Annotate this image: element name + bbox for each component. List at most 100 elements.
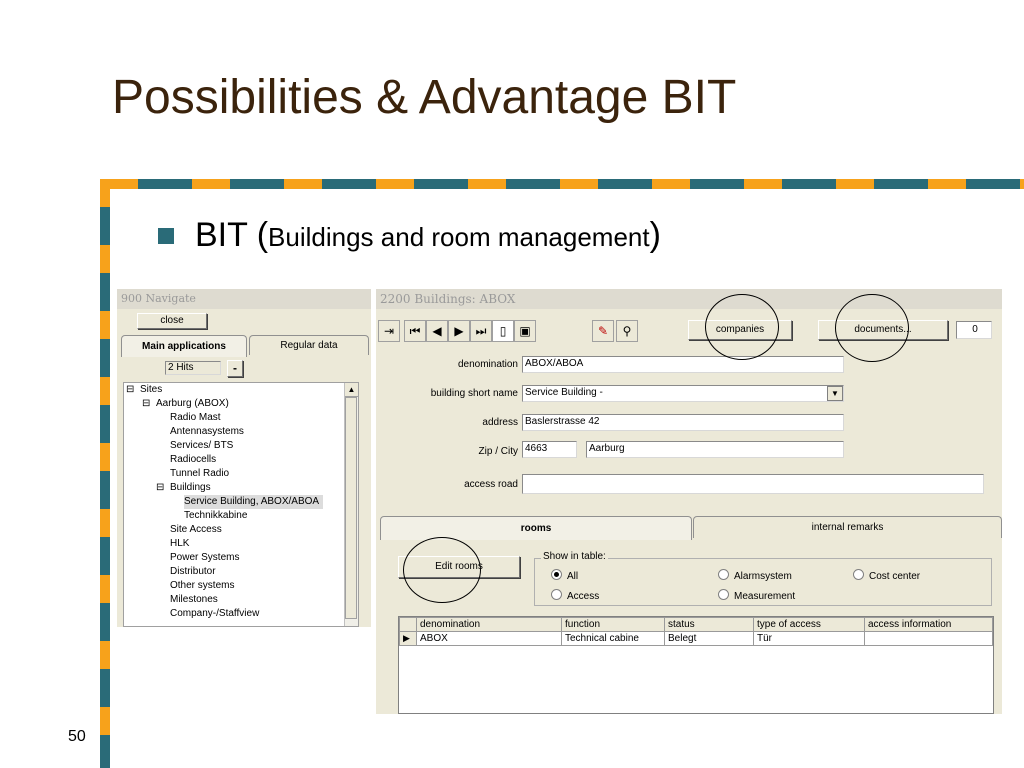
- tree-panel: ⊟ Sites ⊟ Aarburg (ABOX) Radio Mast Ante…: [123, 382, 359, 627]
- radio-icon[interactable]: [853, 569, 864, 580]
- exit-icon[interactable]: ⇥: [378, 320, 400, 342]
- tree-item-milestones[interactable]: Milestones: [170, 594, 218, 605]
- option-cost-center-label: Cost center: [869, 571, 921, 582]
- column-header[interactable]: access information: [864, 617, 993, 632]
- first-record-icon[interactable]: ⏮: [404, 320, 426, 342]
- tree-item-company-staffview[interactable]: Company-/Staffview: [170, 608, 260, 619]
- last-record-icon[interactable]: ⏭: [470, 320, 492, 342]
- zip-field[interactable]: 4663: [522, 441, 577, 458]
- table-row[interactable]: ▶ ABOX Technical cabine Belegt Tür: [399, 631, 993, 646]
- delete-icon[interactable]: ✎: [592, 320, 614, 342]
- navigate-window: 900 Navigate close Main applications Reg…: [117, 289, 371, 627]
- rooms-table: denomination function status type of acc…: [398, 616, 994, 714]
- radio-icon[interactable]: [718, 569, 729, 580]
- annotation-circle-companies: [705, 294, 779, 360]
- slide-title: Possibilities & Advantage BIT: [112, 71, 737, 124]
- tree-expander-icon[interactable]: ⊟: [142, 398, 151, 409]
- scroll-up-icon[interactable]: ▲: [345, 383, 358, 397]
- tree-item-antennasystems[interactable]: Antennasystems: [170, 426, 244, 437]
- option-all[interactable]: All: [551, 569, 578, 582]
- row-pointer-icon[interactable]: ▶: [399, 631, 417, 646]
- frame-top-border: [100, 179, 1024, 189]
- next-record-icon[interactable]: ▶: [448, 320, 470, 342]
- tree-item-sites[interactable]: Sites: [140, 384, 163, 395]
- toolbar: ⇥ ⏮ ◀ ▶ ⏭ ▯ ▣ ✎ ⚲: [378, 320, 658, 342]
- denomination-field[interactable]: ABOX/ABOA: [522, 356, 844, 373]
- column-header[interactable]: function: [561, 617, 665, 632]
- tree-item-technikkabine[interactable]: Technikkabine: [184, 510, 248, 521]
- radio-icon[interactable]: [551, 589, 562, 600]
- access-road-label: access road: [464, 479, 518, 490]
- table-cell[interactable]: ABOX: [416, 631, 562, 646]
- tree-item-radio-mast[interactable]: Radio Mast: [170, 412, 221, 423]
- column-header[interactable]: denomination: [416, 617, 562, 632]
- previous-record-icon[interactable]: ◀: [426, 320, 448, 342]
- tree-item-service-building[interactable]: Service Building, ABOX/ABOA: [184, 495, 324, 509]
- frame-left-border: [100, 179, 110, 768]
- address-field[interactable]: Baslerstrasse 42: [522, 414, 844, 431]
- table-cell[interactable]: Belegt: [664, 631, 754, 646]
- bullet-close: ): [649, 216, 661, 254]
- collapse-button[interactable]: -: [227, 360, 243, 377]
- table-header-row: denomination function status type of acc…: [399, 617, 993, 632]
- buildings-window: 2200 Buildings: ABOX ⇥ ⏮ ◀ ▶ ⏭ ▯ ▣ ✎ ⚲ c…: [376, 289, 1002, 714]
- annotation-circle-documents: [835, 294, 909, 362]
- option-all-label: All: [567, 571, 579, 582]
- bullet-text: BIT (Buildings and room management): [195, 216, 661, 255]
- tree-item-aarburg[interactable]: Aarburg (ABOX): [156, 398, 229, 409]
- option-measurement-label: Measurement: [734, 591, 796, 602]
- column-header[interactable]: type of access: [753, 617, 865, 632]
- tree-item-radiocells[interactable]: Radiocells: [170, 454, 217, 465]
- tree-item-site-access[interactable]: Site Access: [170, 524, 222, 535]
- option-measurement[interactable]: Measurement: [718, 589, 795, 602]
- tree-item-services-bts[interactable]: Services/ BTS: [170, 440, 234, 451]
- tree-item-tunnel-radio[interactable]: Tunnel Radio: [170, 468, 230, 479]
- page-number: 50: [68, 728, 86, 745]
- short-name-label: building short name: [430, 388, 518, 399]
- bullet-main: BIT (: [195, 216, 269, 254]
- table-cell[interactable]: [864, 631, 993, 646]
- navigate-titlebar: 900 Navigate: [117, 289, 371, 309]
- table-cell[interactable]: Tür: [753, 631, 865, 646]
- address-label: address: [482, 417, 518, 428]
- access-road-field[interactable]: [522, 474, 984, 494]
- table-cell[interactable]: Technical cabine: [561, 631, 665, 646]
- tab-rooms[interactable]: rooms: [380, 516, 692, 540]
- tree-expander-icon[interactable]: ⊟: [156, 482, 165, 493]
- zip-city-label: Zip / City: [478, 446, 518, 457]
- show-in-table-group: Show in table:: [534, 551, 992, 606]
- lookup-icon[interactable]: ⚲: [616, 320, 638, 342]
- documents-count: 0: [956, 321, 992, 339]
- row-selector-header: [399, 617, 417, 632]
- radio-selected-icon[interactable]: [551, 569, 562, 580]
- tree-item-buildings[interactable]: Buildings: [170, 482, 211, 493]
- tree-item-other-systems[interactable]: Other systems: [170, 580, 235, 591]
- radio-icon[interactable]: [718, 589, 729, 600]
- save-icon[interactable]: ▣: [514, 320, 536, 342]
- hits-field: 2 Hits: [165, 361, 221, 375]
- bullet-square-icon: [158, 228, 174, 244]
- tree-item-distributor[interactable]: Distributor: [170, 566, 216, 577]
- option-access-label: Access: [567, 591, 600, 602]
- close-button[interactable]: close: [137, 313, 207, 329]
- dropdown-arrow-icon[interactable]: ▼: [827, 386, 843, 401]
- tab-regular-data[interactable]: Regular data: [249, 335, 369, 355]
- buildings-titlebar: 2200 Buildings: ABOX: [376, 289, 1002, 309]
- denomination-label: denomination: [457, 359, 518, 370]
- scroll-thumb[interactable]: [345, 397, 357, 619]
- show-in-table-label: Show in table:: [541, 551, 608, 562]
- tree-item-power-systems[interactable]: Power Systems: [170, 552, 240, 563]
- option-cost-center[interactable]: Cost center: [853, 569, 920, 582]
- option-alarmsystem[interactable]: Alarmsystem: [718, 569, 792, 582]
- tab-internal-remarks[interactable]: internal remarks: [693, 516, 1002, 538]
- annotation-circle-edit-rooms: [403, 537, 481, 603]
- tab-main-applications[interactable]: Main applications: [121, 335, 247, 357]
- tree-scrollbar[interactable]: ▲: [344, 383, 358, 626]
- city-field[interactable]: Aarburg: [586, 441, 844, 458]
- tree-item-hlk[interactable]: HLK: [170, 538, 190, 549]
- column-header[interactable]: status: [664, 617, 754, 632]
- option-access[interactable]: Access: [551, 589, 599, 602]
- short-name-select[interactable]: Service Building -: [522, 385, 844, 402]
- new-document-icon[interactable]: ▯: [492, 320, 514, 342]
- tree-expander-icon[interactable]: ⊟: [126, 384, 135, 395]
